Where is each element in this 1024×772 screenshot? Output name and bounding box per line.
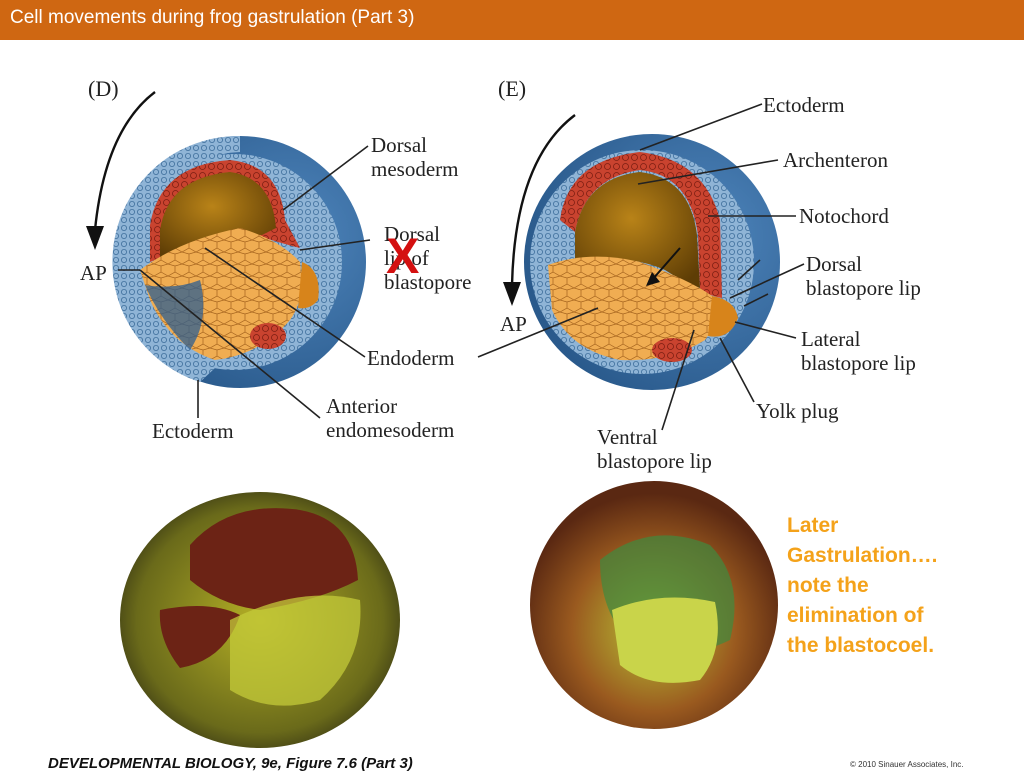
rotation-arrow-e-head (503, 282, 521, 306)
label-dorsal-lip: Dorsal lip of blastopore (384, 222, 472, 294)
invagination-arrow-head (646, 272, 660, 286)
leader-lines (118, 103, 805, 431)
label-dorsal-blastopore-lip: Dorsal blastopore lip (806, 252, 921, 300)
rotation-arrow-d-head (86, 226, 104, 250)
label-ap-e: AP (500, 312, 527, 336)
embryo-photo-left (120, 492, 400, 748)
label-anterior-endomesoderm: Anterior endomesoderm (326, 394, 455, 442)
slide-title: Cell movements during frog gastrulation … (10, 7, 415, 28)
label-endoderm: Endoderm (367, 346, 455, 370)
header-bar: Cell movements during frog gastrulation … (0, 0, 1024, 40)
figure-caption: DEVELOPMENTAL BIOLOGY, 9e, Figure 7.6 (P… (48, 755, 413, 772)
label-yolk-plug: Yolk plug (756, 399, 839, 423)
label-lateral-blastopore-lip: Lateral blastopore lip (801, 327, 916, 375)
label-dorsal-mesoderm: Dorsal mesoderm (371, 133, 459, 181)
panel-label-e: (E) (498, 76, 527, 101)
embryo-d (112, 135, 366, 388)
label-notochord: Notochord (799, 204, 889, 228)
copyright-text: © 2010 Sinauer Associates, Inc. (850, 760, 964, 769)
label-archenteron: Archenteron (783, 148, 888, 172)
label-ap-d: AP (80, 261, 107, 285)
rotation-arrow-e (510, 114, 576, 286)
embryo-photo-right (530, 481, 778, 729)
panel-label-d: (D) (88, 76, 119, 101)
label-ectoderm-e: Ectoderm (763, 93, 845, 117)
invagination-arrow (651, 247, 681, 281)
label-ectoderm-d: Ectoderm (152, 419, 234, 443)
rotation-arrow-d (93, 91, 156, 231)
embryo-e (524, 134, 780, 390)
x-mark: X (386, 228, 420, 284)
note-text: Later Gastrulation…. note the eliminatio… (787, 514, 938, 657)
label-ventral-blastopore-lip: Ventral blastopore lip (597, 425, 712, 473)
